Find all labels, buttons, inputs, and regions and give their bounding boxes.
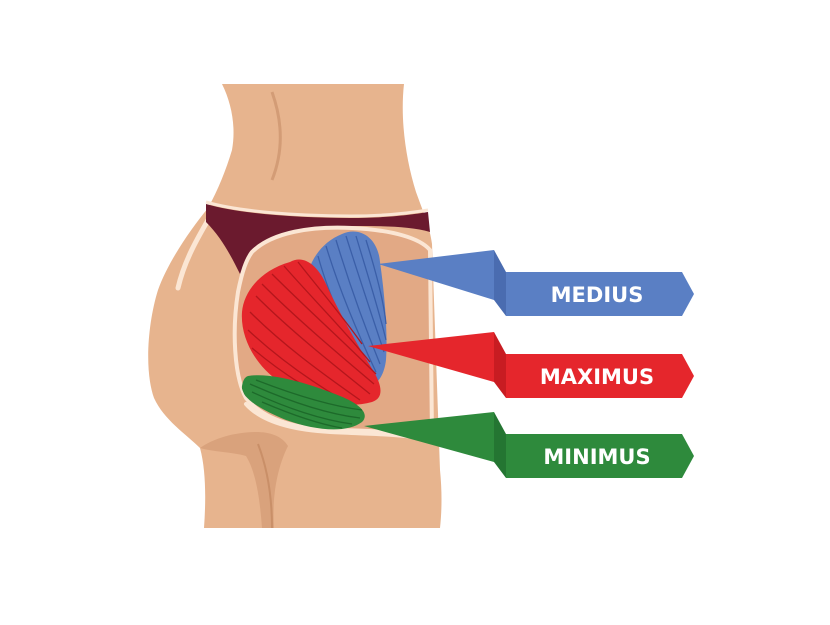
maximus-pointer-shade — [494, 332, 506, 398]
maximus-label-tag: MAXIMUS — [506, 354, 694, 398]
medius-label-tag: MEDIUS — [506, 272, 694, 316]
minimus-muscle — [241, 375, 365, 430]
buttock-fold — [200, 432, 288, 528]
minimus-pointer-shade — [494, 412, 506, 478]
underwear-rim — [205, 200, 429, 218]
minimus-pointer — [364, 412, 494, 462]
underwear — [206, 204, 430, 274]
medius-pointer — [378, 250, 494, 300]
maximus-muscle — [241, 259, 381, 405]
leg-contour — [257, 443, 273, 529]
minimus-label: MINIMUS — [543, 445, 650, 469]
minimus-label-tag: MINIMUS — [506, 434, 694, 478]
maximus-pointer — [368, 332, 494, 382]
medius-label: MEDIUS — [551, 283, 644, 307]
maximus-label: MAXIMUS — [540, 365, 654, 389]
medius-pointer-shade — [494, 250, 506, 316]
back-contour — [270, 91, 282, 181]
